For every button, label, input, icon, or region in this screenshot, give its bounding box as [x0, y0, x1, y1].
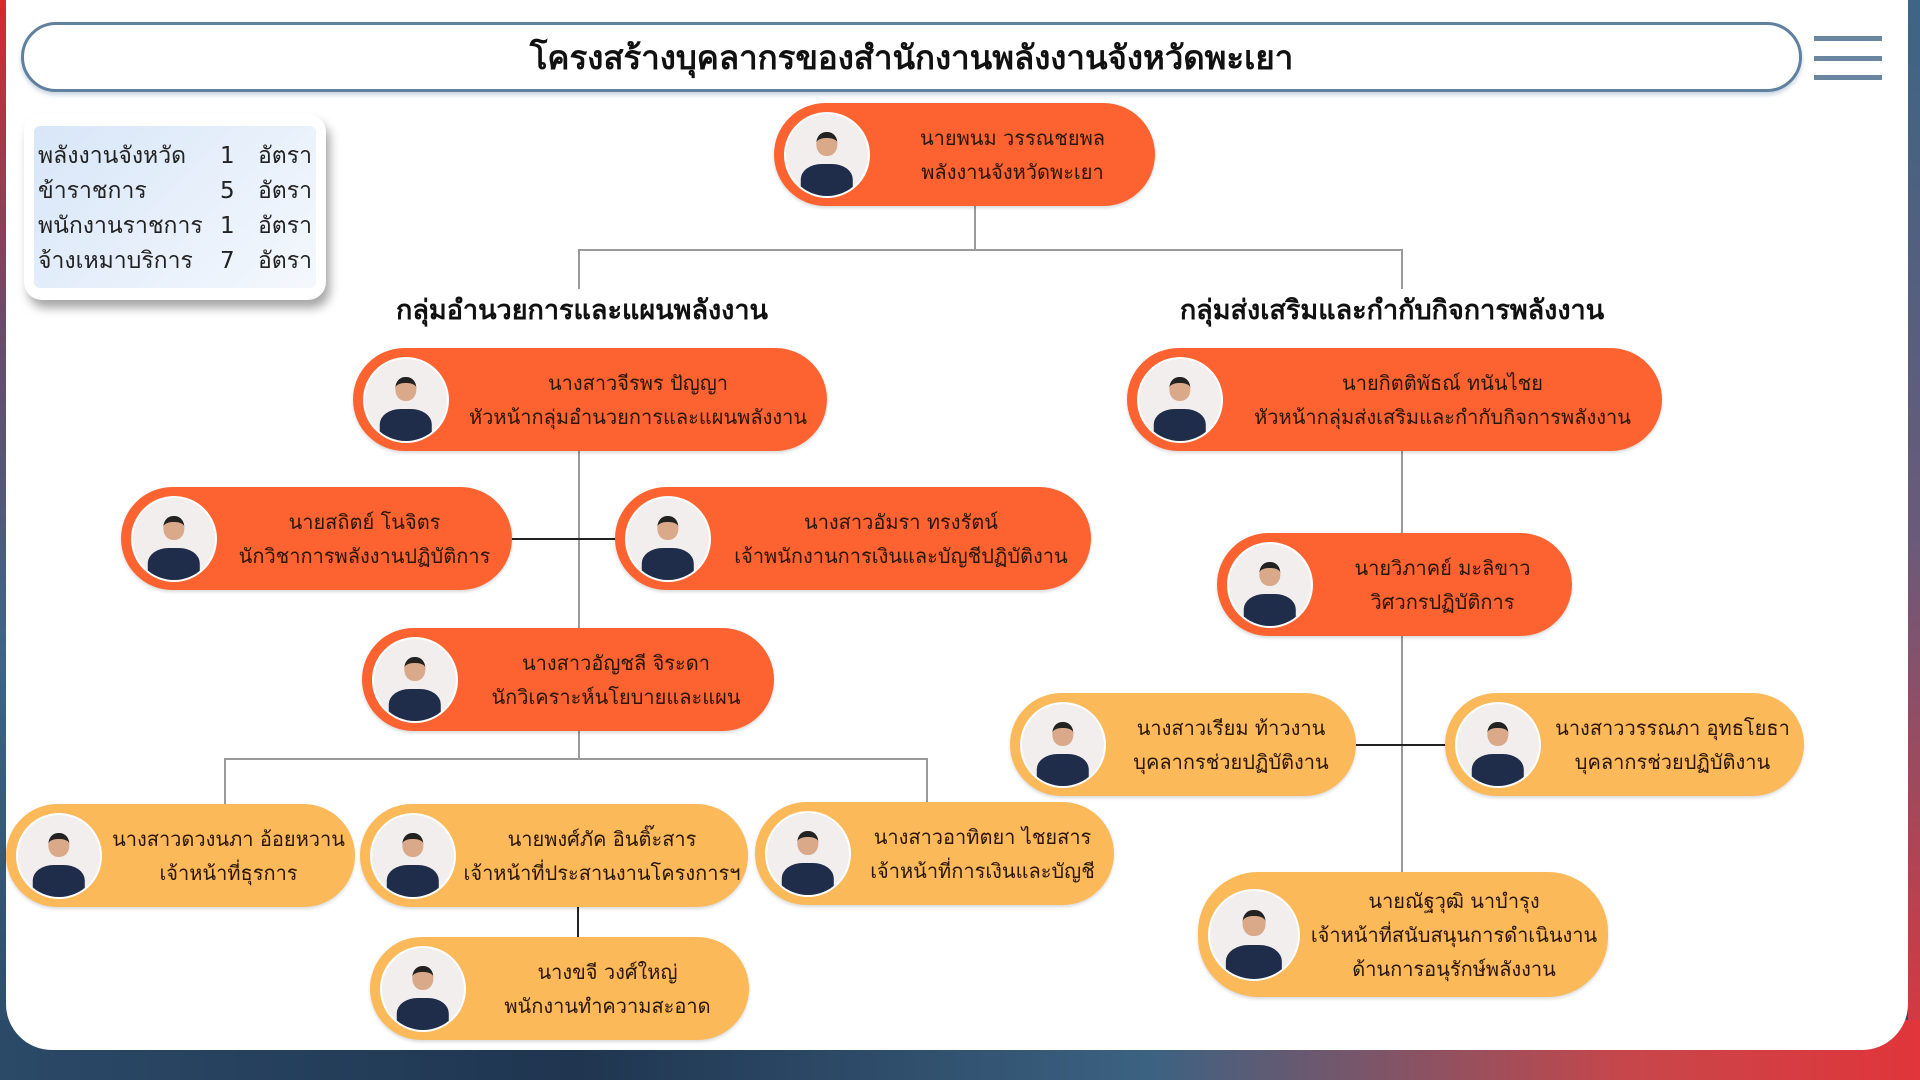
org-node[interactable]: นายพนม วรรณชยพลพลังงานจังหวัดพะเยา: [774, 103, 1155, 206]
org-node[interactable]: นางสาวดวงนภา อ้อยหวานเจ้าหน้าที่ธุรการ: [6, 804, 355, 907]
staff-name: นางสาวเรียม ท้าวงาน: [1136, 715, 1326, 740]
staff-photo: [1227, 541, 1313, 628]
stat-unit: อัตรา: [257, 247, 313, 274]
staff-name: นายกิตติพัธณ์ ทนันไชย: [1342, 370, 1543, 395]
stat-count: 1: [219, 212, 235, 239]
staff-photo: [131, 495, 217, 582]
page-title: โครงสร้างบุคลากรของสำนักงานพลังงานจังหวั…: [529, 37, 1294, 77]
stat-label: จ้างเหมาบริการ: [38, 247, 193, 274]
org-node[interactable]: นางสาววรรณภา อุทธโยธาบุคลากรช่วยปฏิบัติง…: [1445, 693, 1804, 796]
org-node[interactable]: นายพงศ์ภัค อินติ๊ะสารเจ้าหน้าที่ประสานงา…: [360, 804, 748, 907]
staff-name: นางสาวอาทิตยา ไชยสาร: [873, 824, 1092, 849]
staff-photo: [784, 111, 870, 198]
staff-name: นางสาววรรณภา อุทธโยธา: [1555, 715, 1790, 740]
org-node[interactable]: นางขจี วงศ์ใหญ่พนักงานทำความสะอาด: [370, 937, 749, 1040]
org-node[interactable]: นางสาวอัมรา ทรงรัตน์เจ้าพนักงานการเงินแล…: [615, 487, 1091, 590]
connector: [578, 249, 580, 289]
org-node[interactable]: นายวิภาคย์ มะลิขาววิศวกรปฏิบัติการ: [1217, 533, 1572, 636]
staff-name: นางสาวดวงนภา อ้อยหวาน: [112, 826, 345, 851]
stat-row: พลังงานจังหวัด 1 อัตรา: [38, 138, 312, 173]
connector: [224, 758, 928, 760]
staff-photo: [370, 812, 456, 899]
stat-count: 7: [219, 247, 235, 274]
staff-position-line2: ด้านการอนุรักษ์พลังงาน: [1352, 956, 1556, 981]
connector: [1401, 249, 1403, 289]
staff-name: นายณัฐวุฒิ นาบำรุง: [1368, 888, 1540, 913]
stat-count: 5: [219, 177, 235, 204]
staff-name: นางสาวอัญชลี จิระดา: [522, 650, 710, 675]
org-node[interactable]: นายสถิตย์ โนจิตรนักวิชาการพลังงานปฏิบัติ…: [121, 487, 512, 590]
staff-name: นางสาวอัมรา ทรงรัตน์: [804, 509, 998, 534]
hamburger-menu-icon[interactable]: [1814, 32, 1882, 82]
connector: [512, 538, 616, 540]
stat-row: จ้างเหมาบริการ 7 อัตรา: [38, 243, 312, 278]
group-heading-promotion: กลุ่มส่งเสริมและกำกับกิจการพลังงาน: [1179, 295, 1605, 326]
staff-position: หัวหน้ากลุ่มส่งเสริมและกำกับกิจการพลังงา…: [1254, 404, 1631, 429]
connector: [577, 907, 579, 937]
org-node[interactable]: นางสาวจีรพร ปัญญาหัวหน้ากลุ่มอำนวยการและ…: [353, 348, 827, 451]
staff-photo: [363, 356, 449, 443]
connector: [578, 451, 580, 760]
connector: [578, 249, 1403, 251]
staff-position: บุคลากรช่วยปฏิบัติงาน: [1574, 749, 1771, 774]
stat-label: พลังงานจังหวัด: [38, 142, 187, 169]
title-bar: โครงสร้างบุคลากรของสำนักงานพลังงานจังหวั…: [21, 22, 1802, 92]
staff-name: นายพงศ์ภัค อินติ๊ะสาร: [507, 826, 697, 851]
staff-photo: [372, 636, 458, 723]
staff-position: หัวหน้ากลุ่มอำนวยการและแผนพลังงาน: [468, 404, 808, 429]
frame-edge: [1908, 0, 1920, 1080]
staff-position: เจ้าพนักงานการเงินและบัญชีปฏิบัติงาน: [734, 543, 1068, 568]
staff-photo: [1020, 701, 1106, 788]
staff-photo: [16, 812, 102, 899]
connector: [926, 758, 928, 804]
staff-photo: [625, 495, 711, 582]
staff-position: เจ้าหน้าที่การเงินและบัญชี: [870, 858, 1095, 883]
group-heading-admin: กลุ่มอำนวยการและแผนพลังงาน: [396, 295, 768, 326]
staff-name: นายสถิตย์ โนจิตร: [288, 509, 441, 534]
staff-position: วิศวกรปฏิบัติการ: [1370, 589, 1515, 614]
stat-row: ข้าราชการ 5 อัตรา: [38, 173, 312, 208]
stat-unit: อัตรา: [257, 142, 313, 169]
org-node[interactable]: นายกิตติพัธณ์ ทนันไชยหัวหน้ากลุ่มส่งเสริ…: [1127, 348, 1662, 451]
stat-label: ข้าราชการ: [38, 177, 147, 204]
staff-summary-box: พลังงานจังหวัด 1 อัตรา ข้าราชการ 5 อัตรา พนั…: [24, 114, 326, 300]
staff-name: นายวิภาคย์ มะลิขาว: [1354, 555, 1531, 580]
staff-photo: [1137, 356, 1223, 443]
stat-unit: อัตรา: [257, 212, 313, 239]
stat-row: พนักงานราชการ 1 อัตรา: [38, 208, 312, 243]
org-node[interactable]: นางสาวอัญชลี จิระดานักวิเคราะห์นโยบายและ…: [362, 628, 774, 731]
stat-label: พนักงานราชการ: [38, 212, 203, 239]
connector: [1401, 451, 1403, 872]
staff-position: นักวิชาการพลังงานปฏิบัติการ: [238, 543, 491, 568]
staff-photo: [1455, 701, 1541, 788]
staff-position: เจ้าหน้าที่สนับสนุนการดำเนินงาน: [1310, 922, 1598, 947]
org-node[interactable]: นางสาวอาทิตยา ไชยสารเจ้าหน้าที่การเงินแล…: [755, 802, 1114, 905]
connector: [1354, 744, 1446, 746]
connector: [224, 758, 226, 804]
staff-position: เจ้าหน้าที่ประสานงานโครงการฯ: [463, 860, 741, 885]
staff-name: นางสาวจีรพร ปัญญา: [547, 370, 729, 395]
staff-position: เจ้าหน้าที่ธุรการ: [159, 860, 298, 885]
staff-name: นายพนม วรรณชยพล: [919, 125, 1106, 150]
org-node[interactable]: นายณัฐวุฒิ นาบำรุงเจ้าหน้าที่สนับสนุนการ…: [1198, 872, 1608, 997]
org-node[interactable]: นางสาวเรียม ท้าวงานบุคลากรช่วยปฏิบัติงาน: [1010, 693, 1356, 796]
stat-count: 1: [219, 142, 235, 169]
staff-position: บุคลากรช่วยปฏิบัติงาน: [1133, 749, 1329, 774]
staff-photo: [1208, 888, 1300, 981]
staff-name: นางขจี วงศ์ใหญ่: [537, 959, 678, 984]
staff-photo: [380, 945, 466, 1032]
connector: [974, 206, 976, 250]
staff-photo: [765, 810, 851, 897]
stat-unit: อัตรา: [257, 177, 313, 204]
staff-position: พนักงานทำความสะอาด: [504, 993, 711, 1018]
staff-position: พลังงานจังหวัดพะเยา: [921, 159, 1104, 184]
staff-position: นักวิเคราะห์นโยบายและแผน: [491, 684, 741, 709]
